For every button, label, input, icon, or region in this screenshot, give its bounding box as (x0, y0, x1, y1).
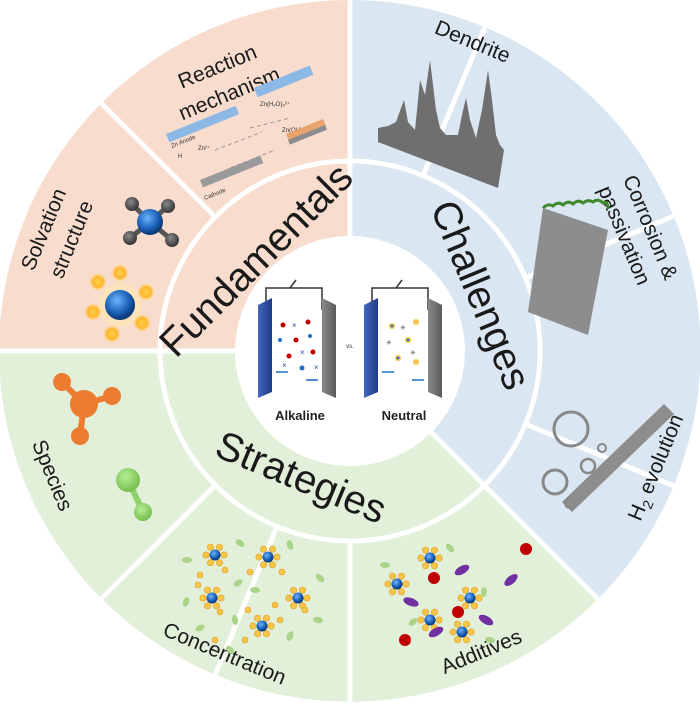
concentration-anion (221, 566, 229, 574)
neutral-ions: ✳ ✳ ✳ (386, 319, 419, 365)
additives-red-cation (452, 606, 464, 618)
concentration-solvent-molecule (315, 573, 325, 583)
additives-zn-complex (417, 546, 443, 570)
svg-text:✳: ✳ (400, 324, 406, 332)
species-green-molecule (116, 468, 152, 521)
svg-text:×: × (292, 321, 297, 330)
solvation-structure-illustration (84, 197, 179, 343)
additives-solvent-molecule (485, 636, 495, 644)
alkaline-anode (258, 298, 272, 398)
concentration-solvent-molecule (313, 616, 323, 624)
svg-text:H: H (178, 154, 182, 160)
concentration-solvent-molecule (233, 579, 243, 587)
svg-text:✳: ✳ (386, 339, 392, 347)
neutral-label: Neutral (382, 408, 427, 423)
species-orange-molecule (53, 373, 121, 445)
additives-solvent-molecule (480, 587, 488, 597)
concentration-anion (301, 606, 309, 614)
dendrite-illustration (378, 60, 504, 188)
concentration-illustration (182, 539, 325, 655)
concentration-solvent-molecule (195, 624, 205, 632)
alkaline-cathode (322, 298, 336, 398)
solvation-complex-gray (123, 197, 179, 247)
concentration-anion (211, 636, 219, 644)
additives-zn-complex (384, 572, 410, 596)
alkaline-ions: × × × × (278, 319, 319, 372)
species-illustration (53, 373, 152, 521)
inner-ring-border (157, 158, 543, 544)
concentration-solvent-molecule (231, 615, 239, 625)
center-circle (235, 236, 465, 466)
additives-red-cation (520, 543, 532, 555)
additives-purple-molecule (454, 564, 470, 576)
additives-solvent-molecule (408, 618, 418, 626)
additives-red-cation (428, 572, 440, 584)
concentration-zn-complex (255, 545, 281, 569)
corrosion-illustration (528, 198, 610, 335)
concentration-zn-complex (249, 614, 275, 638)
concentration-solvent-molecule (235, 539, 245, 547)
center-cell-comparison: × × × × vs. ✳ ✳ (258, 279, 442, 423)
additives-solvent-molecule (445, 543, 455, 553)
additives-zn-complex (449, 620, 475, 644)
additives-purple-molecule (504, 574, 518, 586)
concentration-solvent-molecule (225, 645, 235, 655)
svg-text:Zn(H₂O)₆²⁺: Zn(H₂O)₆²⁺ (260, 101, 290, 108)
concentration-anion (216, 608, 224, 616)
additives-zn-complex (457, 586, 483, 610)
alkaline-cell: × × × × (258, 279, 336, 398)
concentration-anion (196, 571, 204, 579)
neutral-anode (364, 298, 378, 398)
concentration-solvent-molecule (250, 586, 260, 594)
h2-evolution-illustration (541, 404, 674, 512)
solvation-complex-orange (84, 264, 155, 343)
additives-purple-molecule (403, 597, 419, 607)
concentration-zn-complex (285, 586, 311, 610)
additives-zn-complex (417, 608, 443, 632)
concentration-anion (276, 616, 284, 624)
concentration-anion (278, 568, 286, 576)
concentration-solvent-molecule (286, 540, 294, 550)
concentration-solvent-molecule (286, 631, 294, 641)
neutral-cell: ✳ ✳ ✳ (364, 279, 442, 398)
svg-text:Zn²⁺: Zn²⁺ (198, 145, 210, 152)
additives-illustration (380, 543, 532, 646)
concentration-anion (246, 568, 254, 576)
svg-text:✳: ✳ (410, 349, 416, 357)
concentration-solvent-molecule (182, 597, 190, 607)
additives-red-cation (399, 634, 411, 646)
additives-solvent-molecule (380, 562, 390, 568)
reaction-mechanism-schematic: Zn Anode H Zn²⁺ Zn(H₂O)₆²⁺ Zn(OH)₄²⁻ Cat… (165, 65, 327, 202)
svg-text:×: × (300, 348, 305, 357)
additives-purple-molecule (428, 626, 444, 638)
concentration-anion (241, 636, 249, 644)
concentration-anion (244, 606, 252, 614)
svg-text:×: × (314, 363, 319, 372)
concentration-zn-complex (199, 586, 225, 610)
svg-text:×: × (282, 361, 287, 370)
concentration-anion (271, 601, 279, 609)
neutral-cathode (428, 298, 442, 398)
alkaline-label: Alkaline (275, 408, 325, 423)
concentration-anion (194, 581, 202, 589)
concentration-solvent-molecule (182, 557, 192, 563)
concentration-zn-complex (202, 543, 228, 567)
additives-purple-molecule (478, 614, 494, 626)
vs-label: vs. (346, 344, 354, 350)
